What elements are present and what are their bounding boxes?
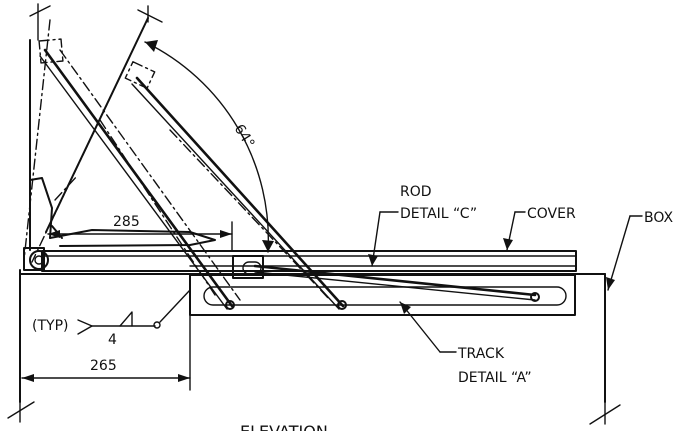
weld-typ-label: (TYP): [32, 318, 68, 334]
top-ticks: [29, 3, 149, 41]
dimension-285: 285: [47, 214, 233, 251]
cover-leader: COVER: [503, 206, 576, 251]
cover-label: COVER: [527, 206, 576, 222]
angle-label: 64°: [231, 122, 258, 152]
track-channel: [189, 274, 576, 316]
hinge: [23, 247, 49, 271]
weld-symbol: (TYP) 4: [32, 289, 191, 348]
box-leader: BOX: [606, 210, 673, 291]
weld-size-label: 4: [108, 332, 117, 348]
cover-open-phantom: [23, 19, 241, 301]
box-label: BOX: [644, 210, 673, 226]
track-leader: TRACK DETAIL “A”: [399, 301, 532, 386]
view-title: ELEVATION: [240, 422, 328, 431]
rod-detail-line-2: DETAIL “C”: [400, 206, 477, 222]
track-line-2: DETAIL “A”: [458, 370, 532, 386]
track-line-1: TRACK: [457, 346, 505, 362]
dimension-285-label: 285: [113, 214, 140, 230]
rod-leader: ROD DETAIL “C”: [368, 184, 477, 267]
rod-open-positions: [39, 48, 347, 310]
rod-bracket: [232, 255, 540, 302]
dimension-265-label: 265: [90, 358, 117, 374]
rod-detail-line-1: ROD: [400, 184, 432, 200]
dimension-265: 265: [21, 277, 191, 391]
